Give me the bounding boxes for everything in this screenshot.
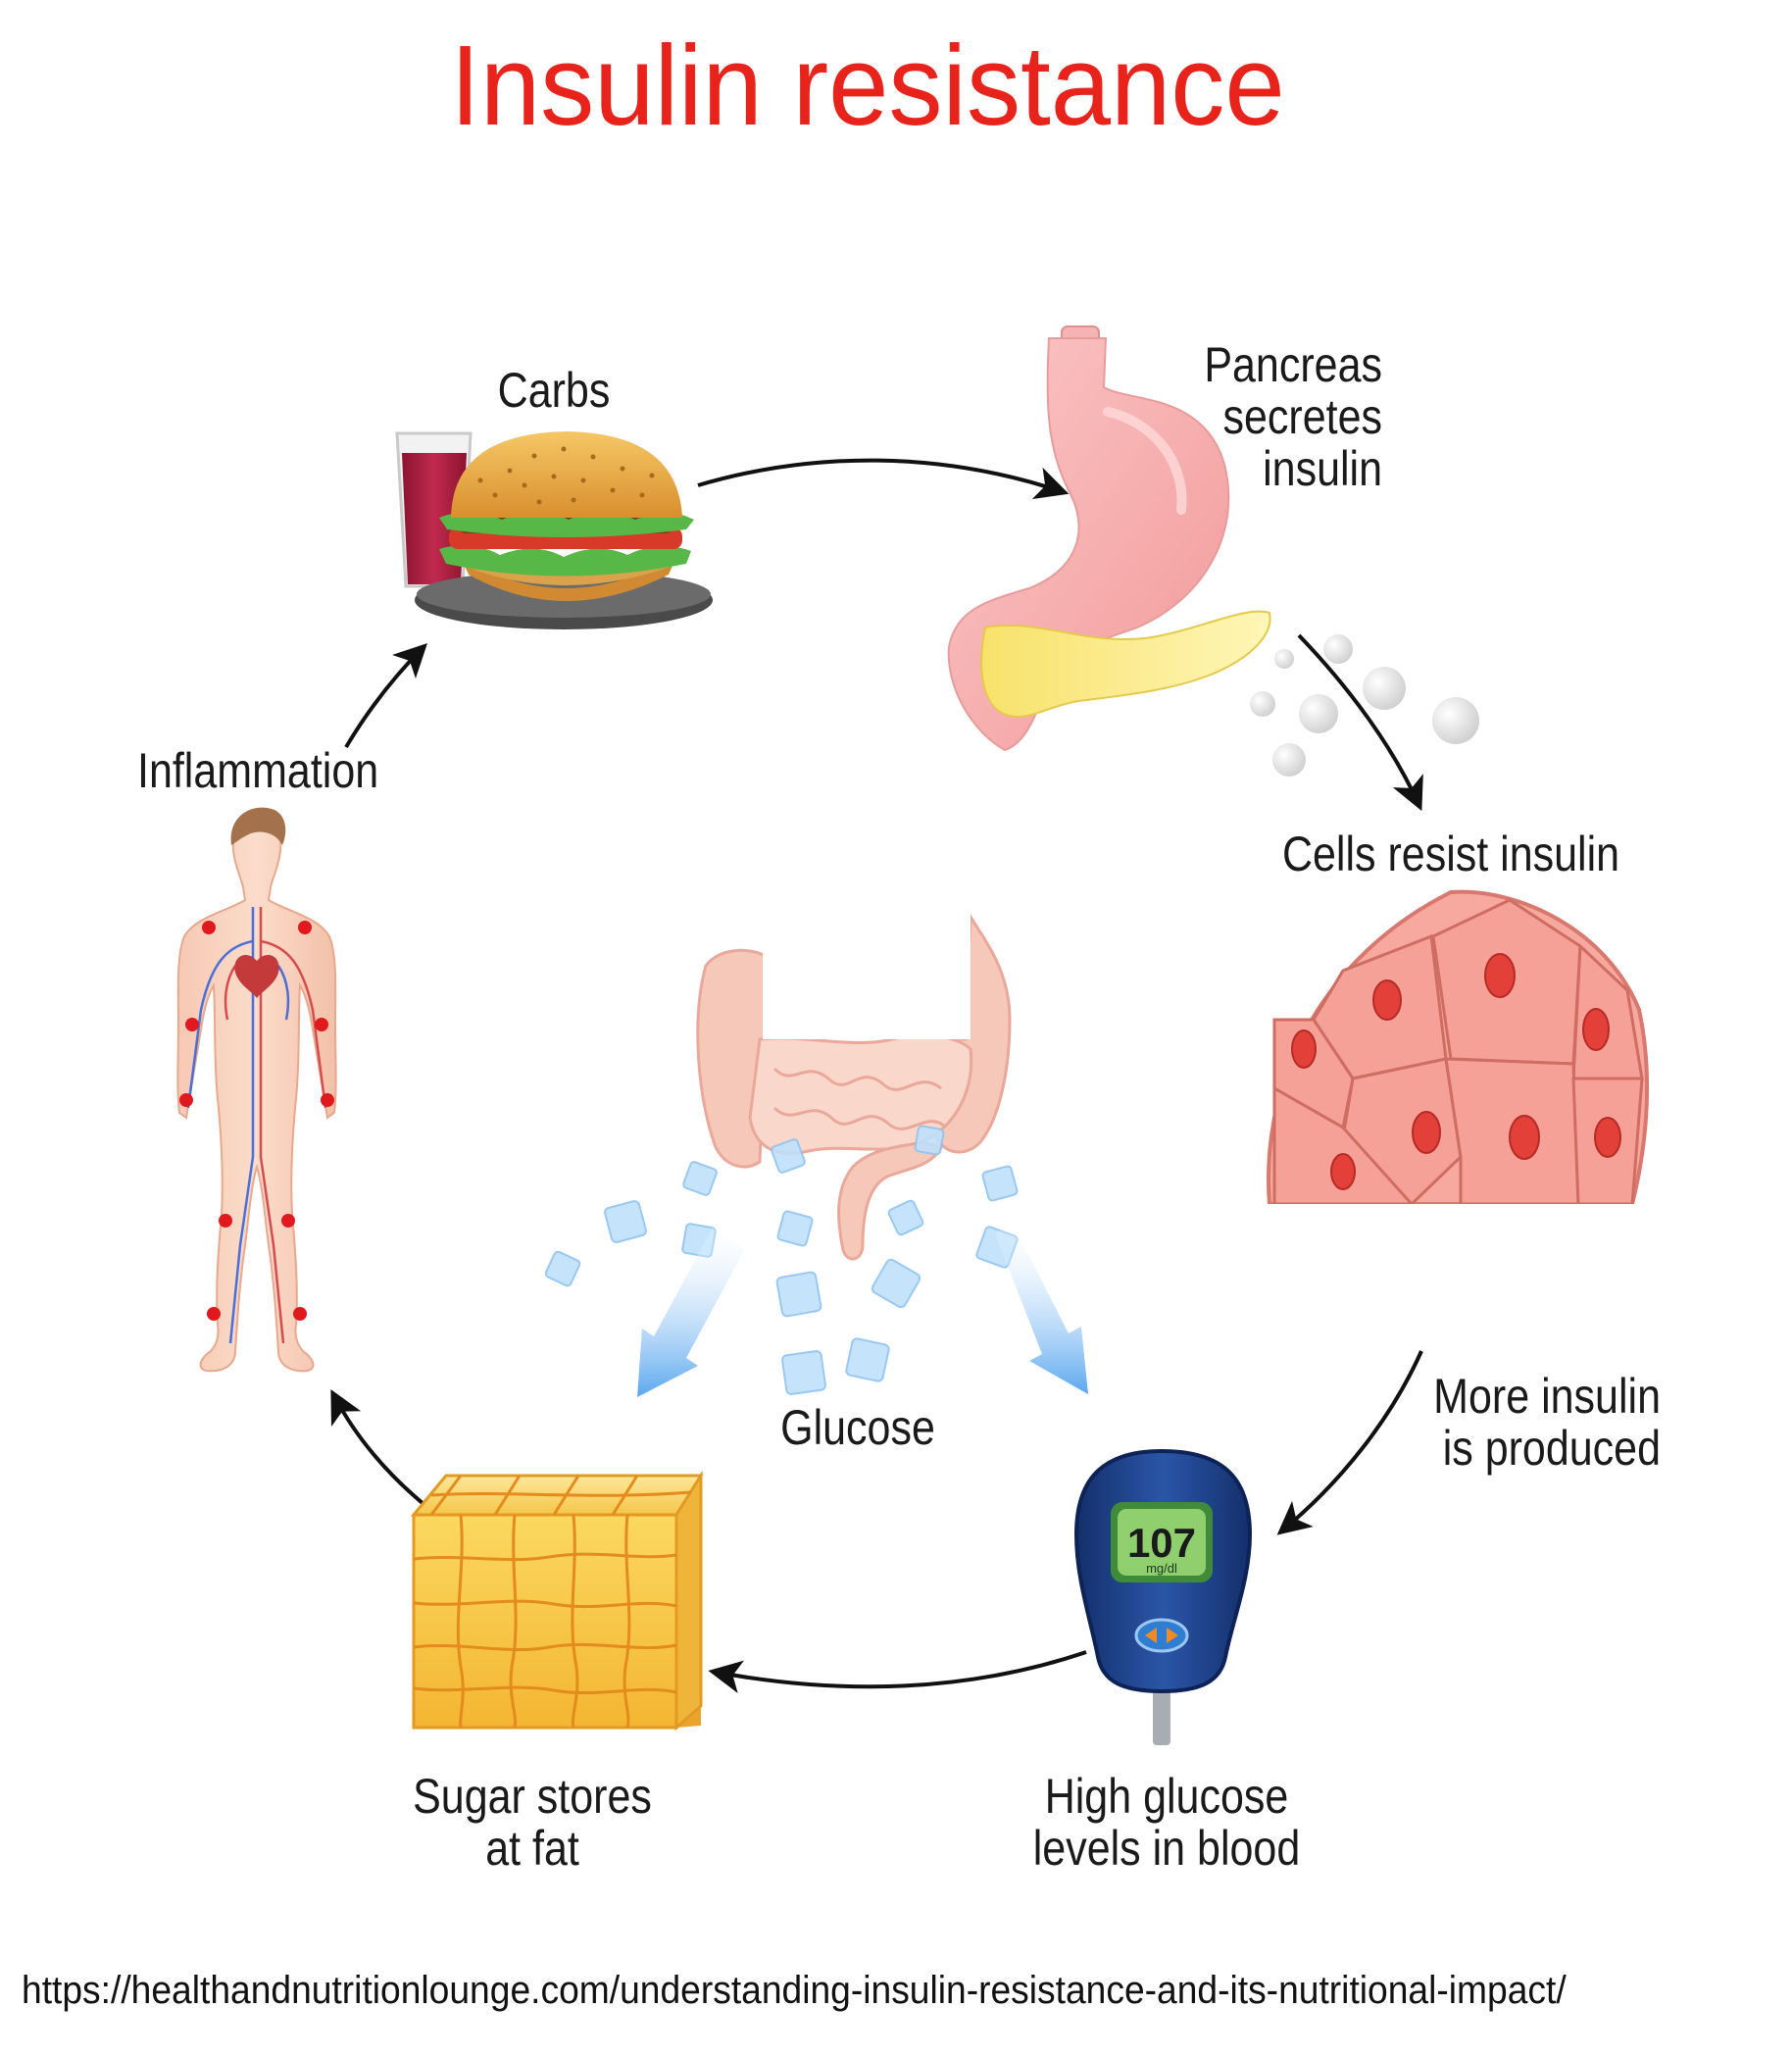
insulin-bubbles-icon [1250, 634, 1479, 777]
glucose-cube-icon [544, 1125, 1019, 1395]
source-url: https://healthandnutritionlounge.com/und… [22, 1969, 1567, 2012]
meter-reading: 107 [1127, 1520, 1196, 1566]
glucose-arrow-left [637, 1228, 745, 1397]
label-carbs: Carbs [497, 363, 611, 418]
label-glucose: Glucose [780, 1400, 935, 1455]
intestine-icon [696, 911, 1012, 1261]
cycle-arrows [330, 458, 1423, 1693]
arrow-cells-to-meter [1276, 1350, 1423, 1535]
label-pancreas: Pancreas secretes insulin [1204, 337, 1382, 496]
arrow-fat-to-body [330, 1388, 430, 1510]
inflammation-dots [179, 921, 334, 1321]
arrow-pancreas-to-cells [1297, 633, 1423, 812]
glucose-arrows [637, 1224, 1088, 1397]
arrow-meter-to-fat [708, 1650, 1087, 1693]
arrow-body-to-carbs [344, 642, 428, 749]
label-sugar-stores: Sugar stores at fat [413, 1769, 652, 1876]
label-cells: Cells resist insulin [1281, 827, 1620, 881]
arrow-carbs-to-pancreas [697, 458, 1070, 500]
burger-icon [415, 431, 713, 629]
glucose-arrow-right [995, 1224, 1088, 1394]
page-title: Insulin resistance [450, 22, 1285, 149]
label-more-insulin: More insulin is produced [1433, 1369, 1661, 1476]
meter-button[interactable] [1134, 1618, 1189, 1653]
pancreas-icon [980, 610, 1271, 718]
meter-unit: mg/dl [1146, 1561, 1177, 1576]
glucose-meter-icon: 107 mg/dl [1073, 1448, 1253, 1745]
label-inflammation: Inflammation [137, 743, 379, 798]
fat-cube-icon [410, 1470, 704, 1731]
cell-cluster-icon [1265, 889, 1657, 1243]
label-high-glucose: High glucose levels in blood [1032, 1769, 1301, 1876]
human-body-icon [176, 807, 337, 1373]
